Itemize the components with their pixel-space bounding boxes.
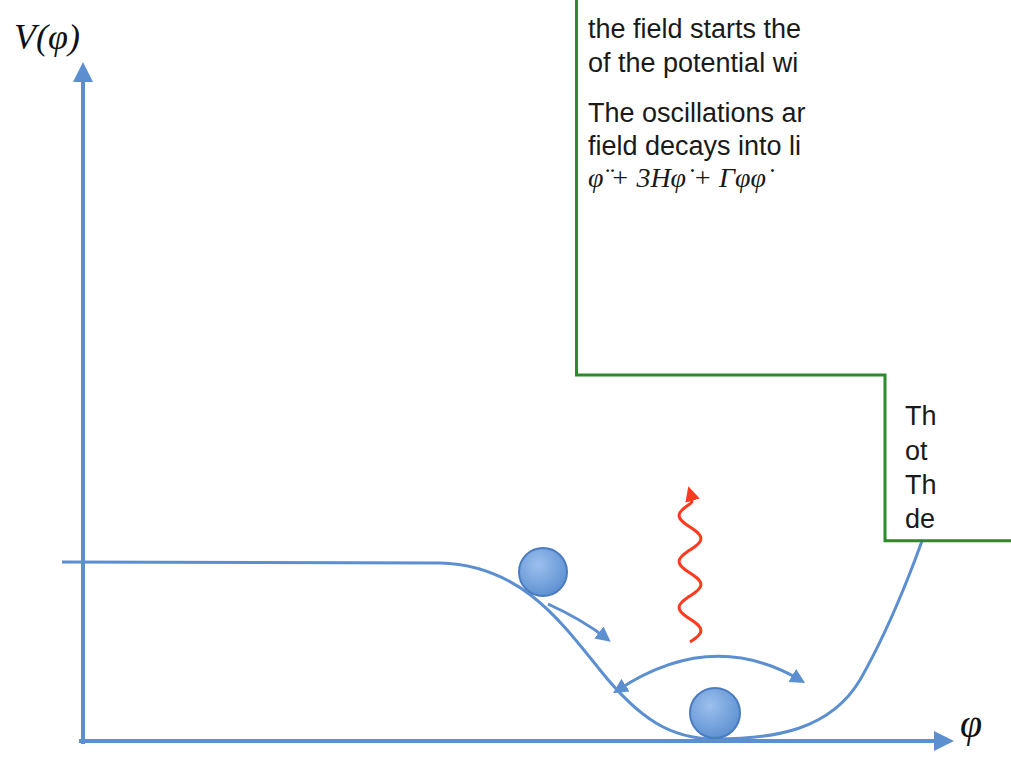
- callout-box: the field starts the of the potential wi T…: [575, 0, 1011, 544]
- note-text: de: [905, 505, 935, 535]
- oscillating-ball: [690, 688, 740, 738]
- vertical-axis: [81, 70, 85, 744]
- note-text: the field starts the: [588, 15, 801, 45]
- radiation-wave: [679, 492, 701, 642]
- axis-label: φ: [960, 702, 982, 746]
- note-text: Th: [905, 402, 937, 432]
- oscillation-arrow: [618, 656, 800, 690]
- horizontal-axis: [79, 739, 946, 743]
- equation-text: φ̈ + 3Hφ̇ + Γφφ̇: [588, 163, 766, 194]
- note-text: Th: [905, 471, 937, 501]
- axis-label: V(φ): [14, 18, 80, 58]
- potential-curve: [62, 475, 945, 739]
- rolling-ball: [519, 548, 567, 596]
- roll-arrow: [548, 604, 606, 638]
- callout-outline: [575, 0, 1011, 544]
- note-text: ot: [905, 437, 928, 467]
- note-text: of the potential wi: [588, 49, 798, 79]
- callout-border: [577, 0, 1011, 541]
- note-text: field decays into li: [588, 132, 801, 162]
- note-text: The oscillations ar: [588, 99, 806, 129]
